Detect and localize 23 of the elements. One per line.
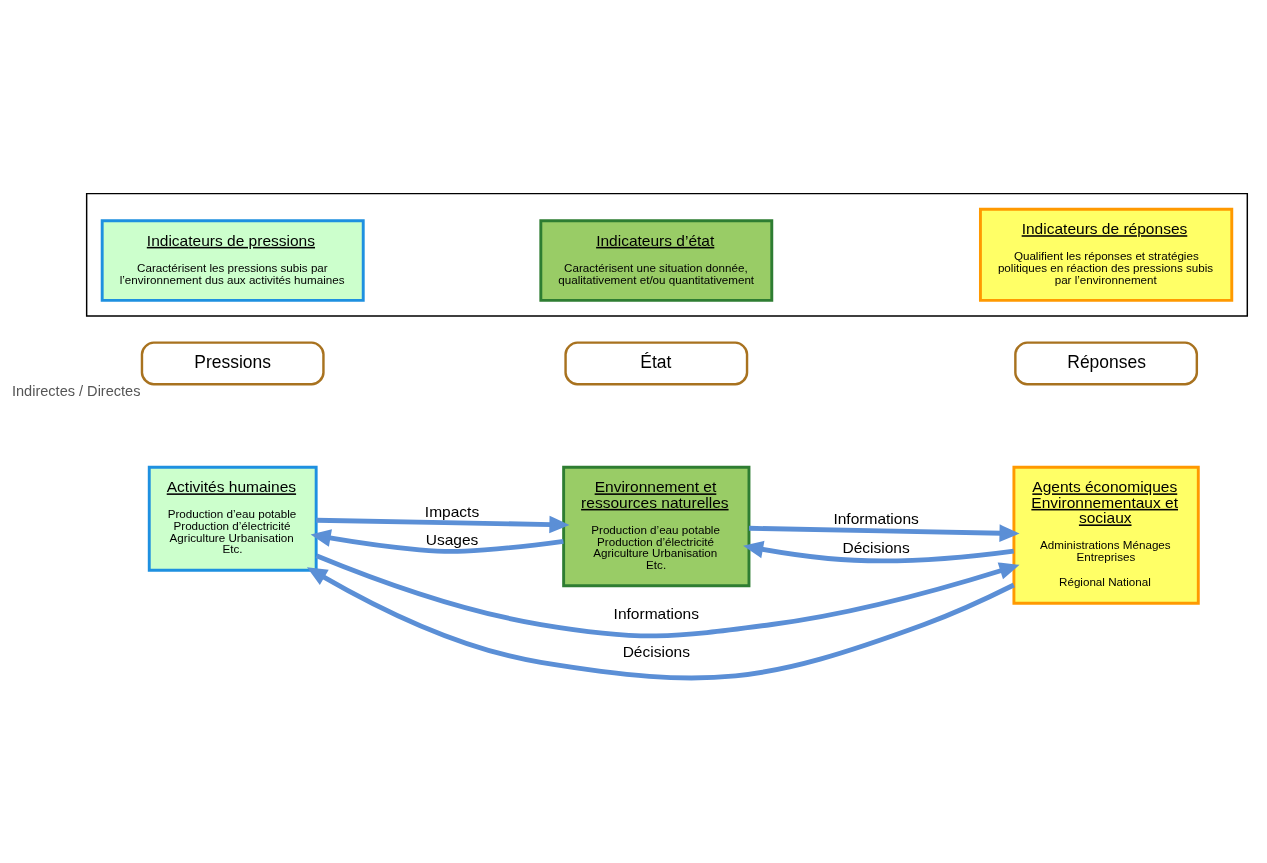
arrow [743,540,1014,563]
node-box: État [564,340,749,386]
edge-label: Informations [833,509,919,527]
node-box: Activités humaines Production d’eau potable Production d’électricité Agriculture Urbanisation Etc. [147,465,318,572]
node-box: Réponses [1014,340,1199,386]
node-box: Indicateurs de pressions Caractérisent les pressions subis par l’environnement dus aux activités humaines [100,218,365,302]
arrow [310,528,564,554]
edge-label: Décisions [842,538,910,556]
node-box: Environnement et ressources naturelles Production d’eau potable Production d’électricité Agriculture Urbanisation Etc. [562,465,751,587]
edge-label: Impacts [424,502,480,520]
node-box: Pressions [140,340,325,386]
arrow [748,523,1020,542]
node-box: Indicateurs d’état Caractérisent une situation donnée, qualitativement et/ou quantitativement [539,218,774,302]
edge-label: Usages [425,530,479,548]
node-label: Indirectes / Directes [11,382,141,399]
edge-label: Décisions [622,642,690,660]
cluster [85,192,1249,317]
edge-label: Informations [613,604,699,622]
arrow [315,552,1020,638]
arrow [316,515,570,533]
node-box: Indicateurs de réponses Qualifient les réponses et stratégies politiques en réaction des pressions subis par l’environnement [978,207,1234,302]
arrow [306,566,1015,680]
node-box: Agents économiques Environnementaux et sociaux Administrations Ménages Entreprises Régional National [1012,465,1200,605]
